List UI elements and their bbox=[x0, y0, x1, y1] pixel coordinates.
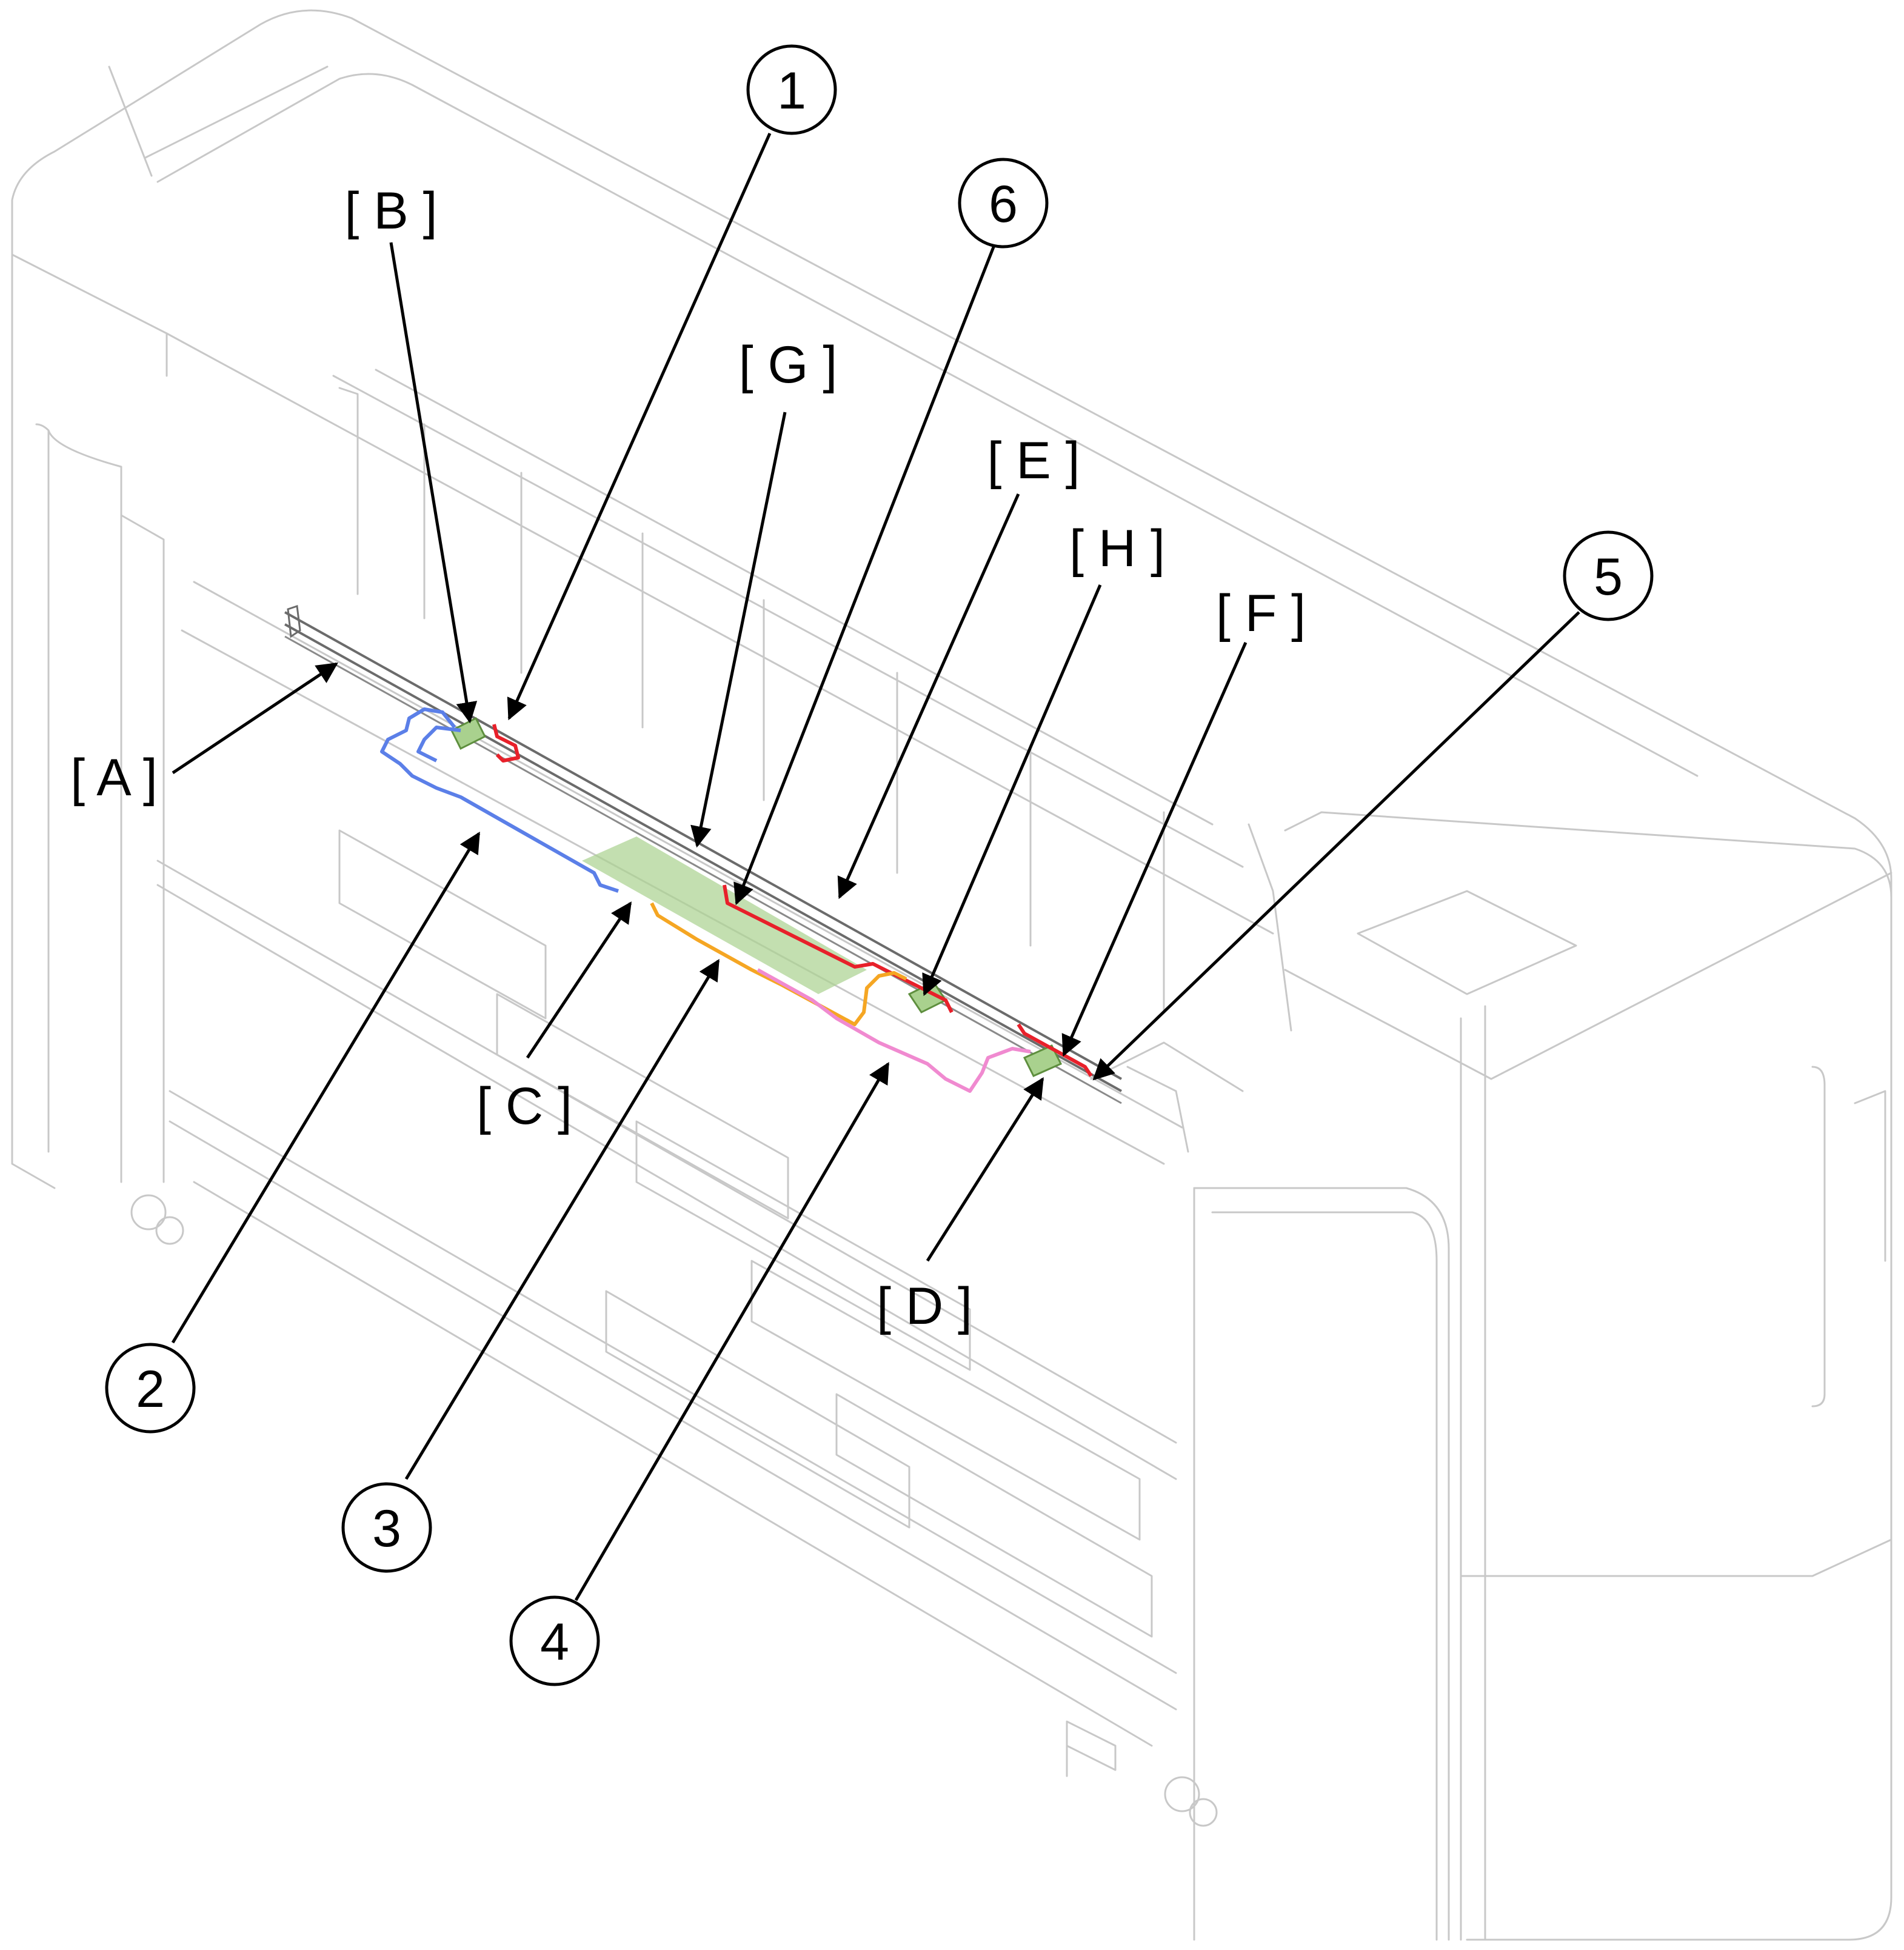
harness-1-red bbox=[492, 724, 520, 763]
sensor-board-b bbox=[450, 716, 487, 750]
callout-2: 2 bbox=[105, 1343, 196, 1434]
label-d: [ D ] bbox=[877, 1277, 972, 1335]
main-pcb-board bbox=[582, 836, 867, 994]
sensor-rail bbox=[284, 604, 1122, 1104]
label-g: [ G ] bbox=[739, 336, 837, 394]
machine-housing bbox=[11, 9, 1892, 1941]
label-f: [ F ] bbox=[1216, 584, 1306, 643]
label-e: [ E ] bbox=[987, 432, 1080, 490]
callout-5: 5 bbox=[1563, 530, 1654, 621]
svg-text:5: 5 bbox=[1594, 548, 1623, 606]
callout-6: 6 bbox=[958, 158, 1049, 249]
sensor-board-d bbox=[1023, 1044, 1063, 1077]
svg-text:1: 1 bbox=[777, 62, 806, 120]
label-c: [ C ] bbox=[476, 1077, 572, 1135]
callout-1: 1 bbox=[746, 44, 837, 135]
leader-lines bbox=[171, 132, 1580, 1601]
callout-3: 3 bbox=[341, 1482, 432, 1573]
svg-text:3: 3 bbox=[372, 1500, 401, 1558]
harness-2b-blue bbox=[416, 726, 461, 763]
harness-6-red bbox=[723, 884, 954, 1013]
svg-text:2: 2 bbox=[136, 1360, 165, 1418]
label-a: [ A ] bbox=[70, 749, 157, 807]
label-b: [ B ] bbox=[345, 182, 438, 240]
callout-4: 4 bbox=[509, 1595, 600, 1686]
harness-4-pink bbox=[757, 968, 1031, 1093]
svg-text:4: 4 bbox=[540, 1613, 569, 1671]
svg-text:6: 6 bbox=[989, 175, 1018, 233]
label-h: [ H ] bbox=[1069, 519, 1165, 578]
harness-3-orange bbox=[650, 902, 907, 1026]
harness-2-blue bbox=[380, 707, 619, 893]
harness-5-red bbox=[1017, 1023, 1093, 1077]
